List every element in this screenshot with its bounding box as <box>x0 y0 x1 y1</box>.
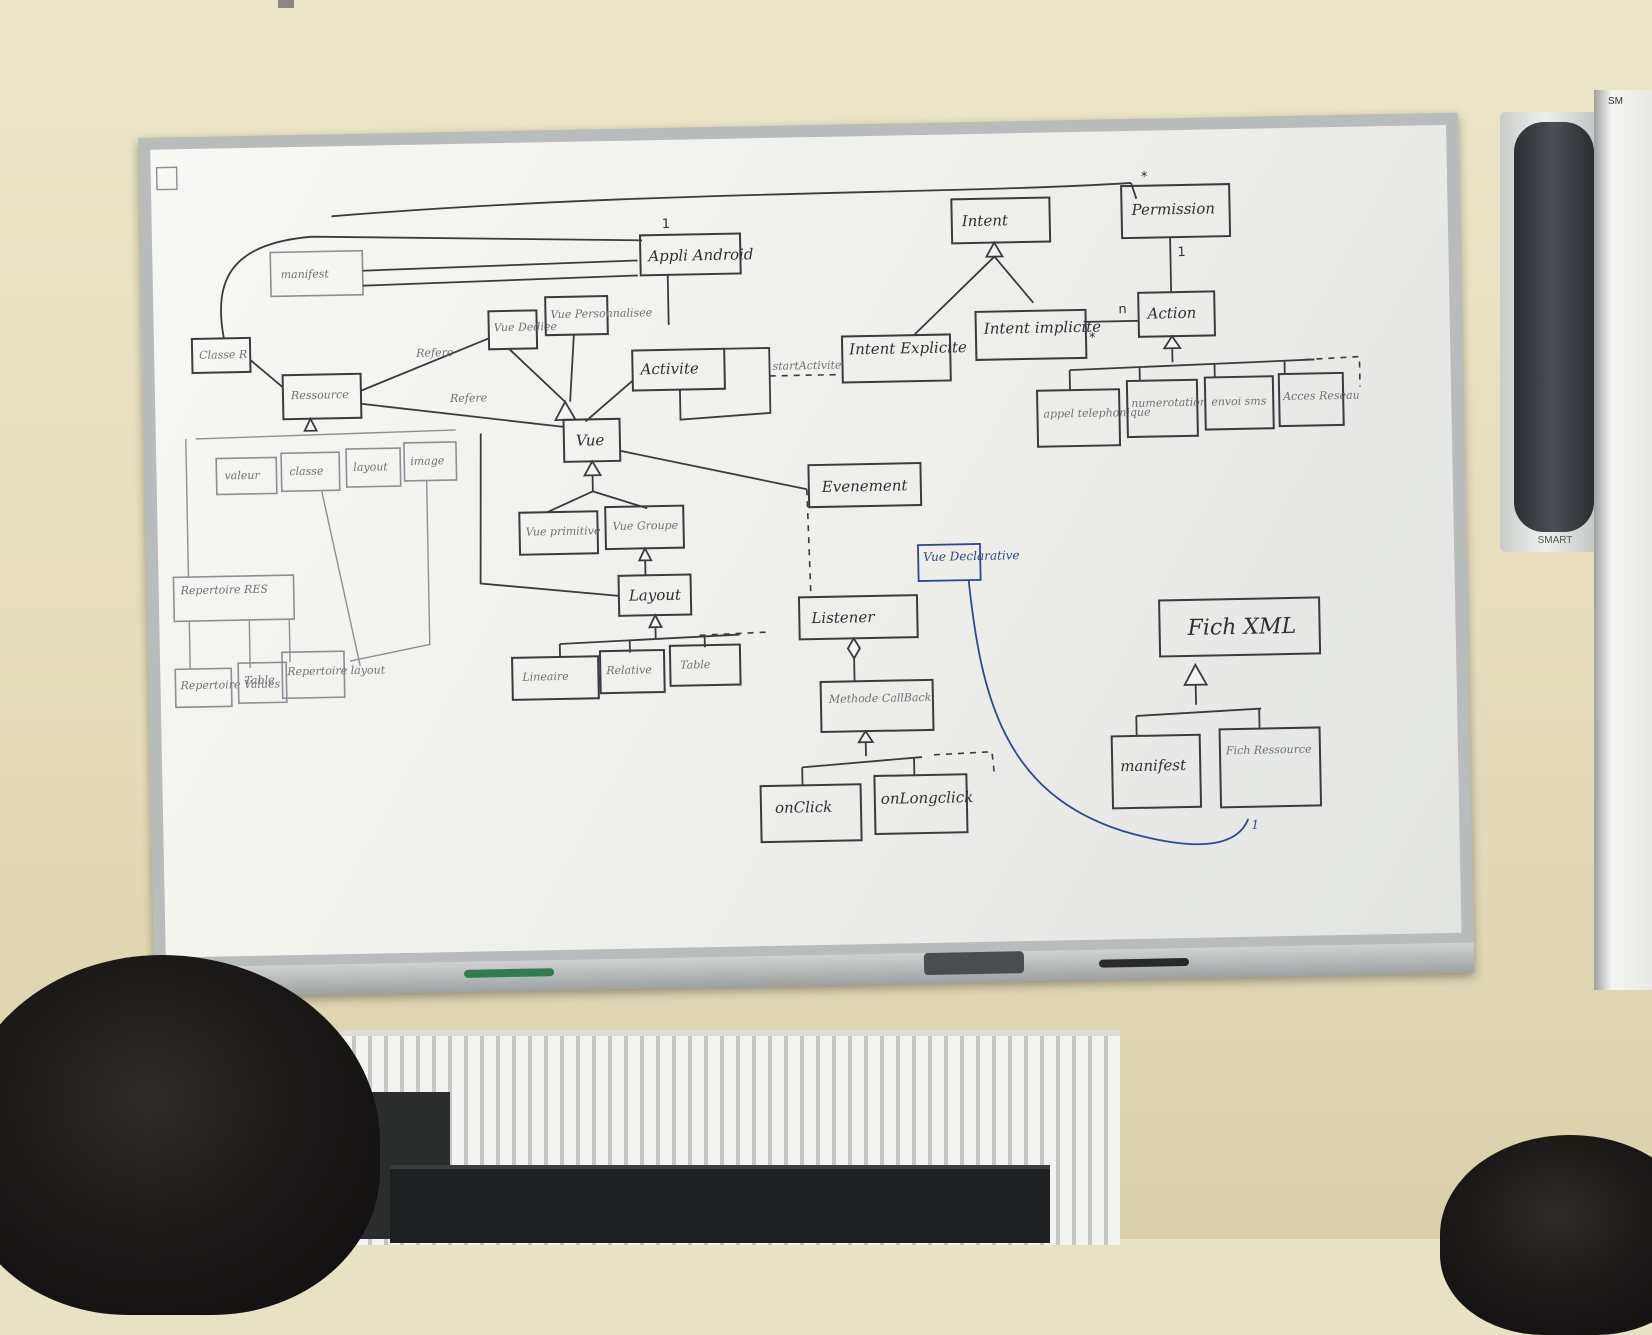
numerotation-label: numerotation <box>1131 396 1207 410</box>
inherit-vue-top <box>555 402 575 420</box>
action-label: Action <box>1145 304 1196 323</box>
layout-label: Layout <box>628 586 682 605</box>
listener-label: Listener <box>810 608 875 627</box>
inherit-ressource <box>304 419 316 431</box>
inherit-vue <box>584 461 600 475</box>
envoi-sms-label: envoi sms <box>1211 394 1267 408</box>
intent-explicite-label: Intent Explicite <box>848 338 967 358</box>
inherit-action <box>1164 336 1180 348</box>
aggregation-listener <box>848 638 860 658</box>
vue-personnalisee-label: Vue Personnalisee <box>550 306 652 321</box>
connector-implicite-action <box>1086 321 1139 322</box>
uml-diagram: manifest Appli Android 1 Classe R Ressou… <box>150 125 1461 958</box>
repertoire-layout-label: Repertoire layout <box>286 663 386 678</box>
repertoire-res-box <box>173 575 294 621</box>
ceiling-mark <box>278 0 294 8</box>
mult-appli: 1 <box>662 217 671 232</box>
interactive-board-edge: SM <box>1594 90 1652 990</box>
connector-image-layout <box>347 481 430 662</box>
mult-n: n <box>1118 302 1127 317</box>
classe-res-label: classe <box>289 464 324 478</box>
whiteboard: manifest Appli Android 1 Classe R Ressou… <box>138 113 1474 998</box>
board-eraser <box>924 951 1024 975</box>
manifest2-label: manifest <box>1120 756 1187 775</box>
layout-hierarchy <box>560 626 741 657</box>
inherit-fichxml <box>1184 665 1206 685</box>
connector-classe-ressource <box>250 359 283 388</box>
inherit-layout <box>649 615 661 627</box>
onclick-label: onClick <box>775 798 833 817</box>
connector-top <box>331 183 1131 216</box>
fich-xml-label: Fich XML <box>1186 614 1296 641</box>
refere-label: Refere <box>415 346 454 360</box>
repertoire-res-label: Repertoire RES <box>180 583 269 598</box>
speaker-grille <box>1514 122 1594 532</box>
activite-label: Activite <box>638 359 699 378</box>
callback-dashed-more <box>934 752 994 775</box>
layout-res-label: layout <box>353 460 388 474</box>
action-children-connectors <box>1070 360 1285 390</box>
vue-groupe-label: Vue Groupe <box>612 519 678 533</box>
connector-res-left <box>186 439 189 577</box>
intent-label: Intent <box>961 211 1009 230</box>
board-corner-mark <box>157 167 177 189</box>
image-label: image <box>410 454 445 468</box>
ressource-label: Ressource <box>290 388 349 402</box>
callback-hierarchy <box>802 741 923 785</box>
lineaire-label: Lineaire <box>521 670 569 684</box>
connector-vues-to-vue <box>509 335 575 403</box>
inherit-callback <box>859 731 873 742</box>
panel-tab-text: SM <box>1608 96 1623 107</box>
mult-star-b: * <box>1141 170 1148 185</box>
black-marker <box>1099 958 1189 968</box>
vue-declarative-label: Vue Declarative <box>923 548 1020 564</box>
valeur-label: valeur <box>224 469 260 483</box>
inherit-groupe <box>639 548 651 560</box>
monitor-top <box>390 1165 1050 1243</box>
connector-activite-vue <box>585 381 634 422</box>
relative-label: Relative <box>605 663 652 677</box>
action-hierarchy <box>1069 345 1314 370</box>
connector-permission-action <box>1170 237 1171 292</box>
classe-r-label: Classe R <box>199 348 247 362</box>
acces-reseau-label: Acces Reseau <box>1282 389 1360 403</box>
whiteboard-surface: manifest Appli Android 1 Classe R Ressou… <box>150 125 1461 958</box>
connector-manifest-appli <box>362 260 637 270</box>
onlongclick-label: onLongclick <box>881 788 974 808</box>
connector-classe-r <box>220 230 644 338</box>
refere2-label: Refere <box>449 391 488 405</box>
intent-implicite-label: Intent implicite <box>983 318 1102 338</box>
methode-callback-label: Methode CallBack <box>828 691 932 706</box>
vue-label: Vue <box>576 431 605 450</box>
connector-vue-evenement <box>620 447 807 493</box>
startactivite-label: startActivite <box>772 359 842 373</box>
connector-appli-activite <box>668 275 669 325</box>
evenement-label: Evenement <box>821 476 909 496</box>
connector-classe-layout <box>322 491 360 667</box>
connector-res-children <box>189 619 290 669</box>
table-label: Table <box>680 658 711 672</box>
mult-one-b: 1 <box>1177 245 1186 260</box>
ressource-hierarchy <box>196 430 456 439</box>
connector-manifest-appli-2 <box>363 275 638 285</box>
inherit-intent <box>986 242 1002 256</box>
green-marker <box>464 968 554 978</box>
fich-ressource-label: Fich Ressource <box>1225 743 1312 758</box>
mult-star-a: * <box>1089 331 1096 346</box>
mult-one-blue: 1 <box>1251 818 1259 832</box>
methode-callback-box <box>821 680 934 732</box>
vue-dediee-label: Vue Dediee <box>494 320 558 334</box>
permission-label: Permission <box>1130 199 1215 219</box>
table-res-label: Table <box>244 673 275 687</box>
vue-primitive-label: Vue primitive <box>526 524 601 538</box>
manifest-label: manifest <box>281 267 330 281</box>
fich-ressource-box <box>1220 727 1321 807</box>
appli-android-label: Appli Android <box>646 245 753 265</box>
connector-startactivite <box>770 375 843 376</box>
